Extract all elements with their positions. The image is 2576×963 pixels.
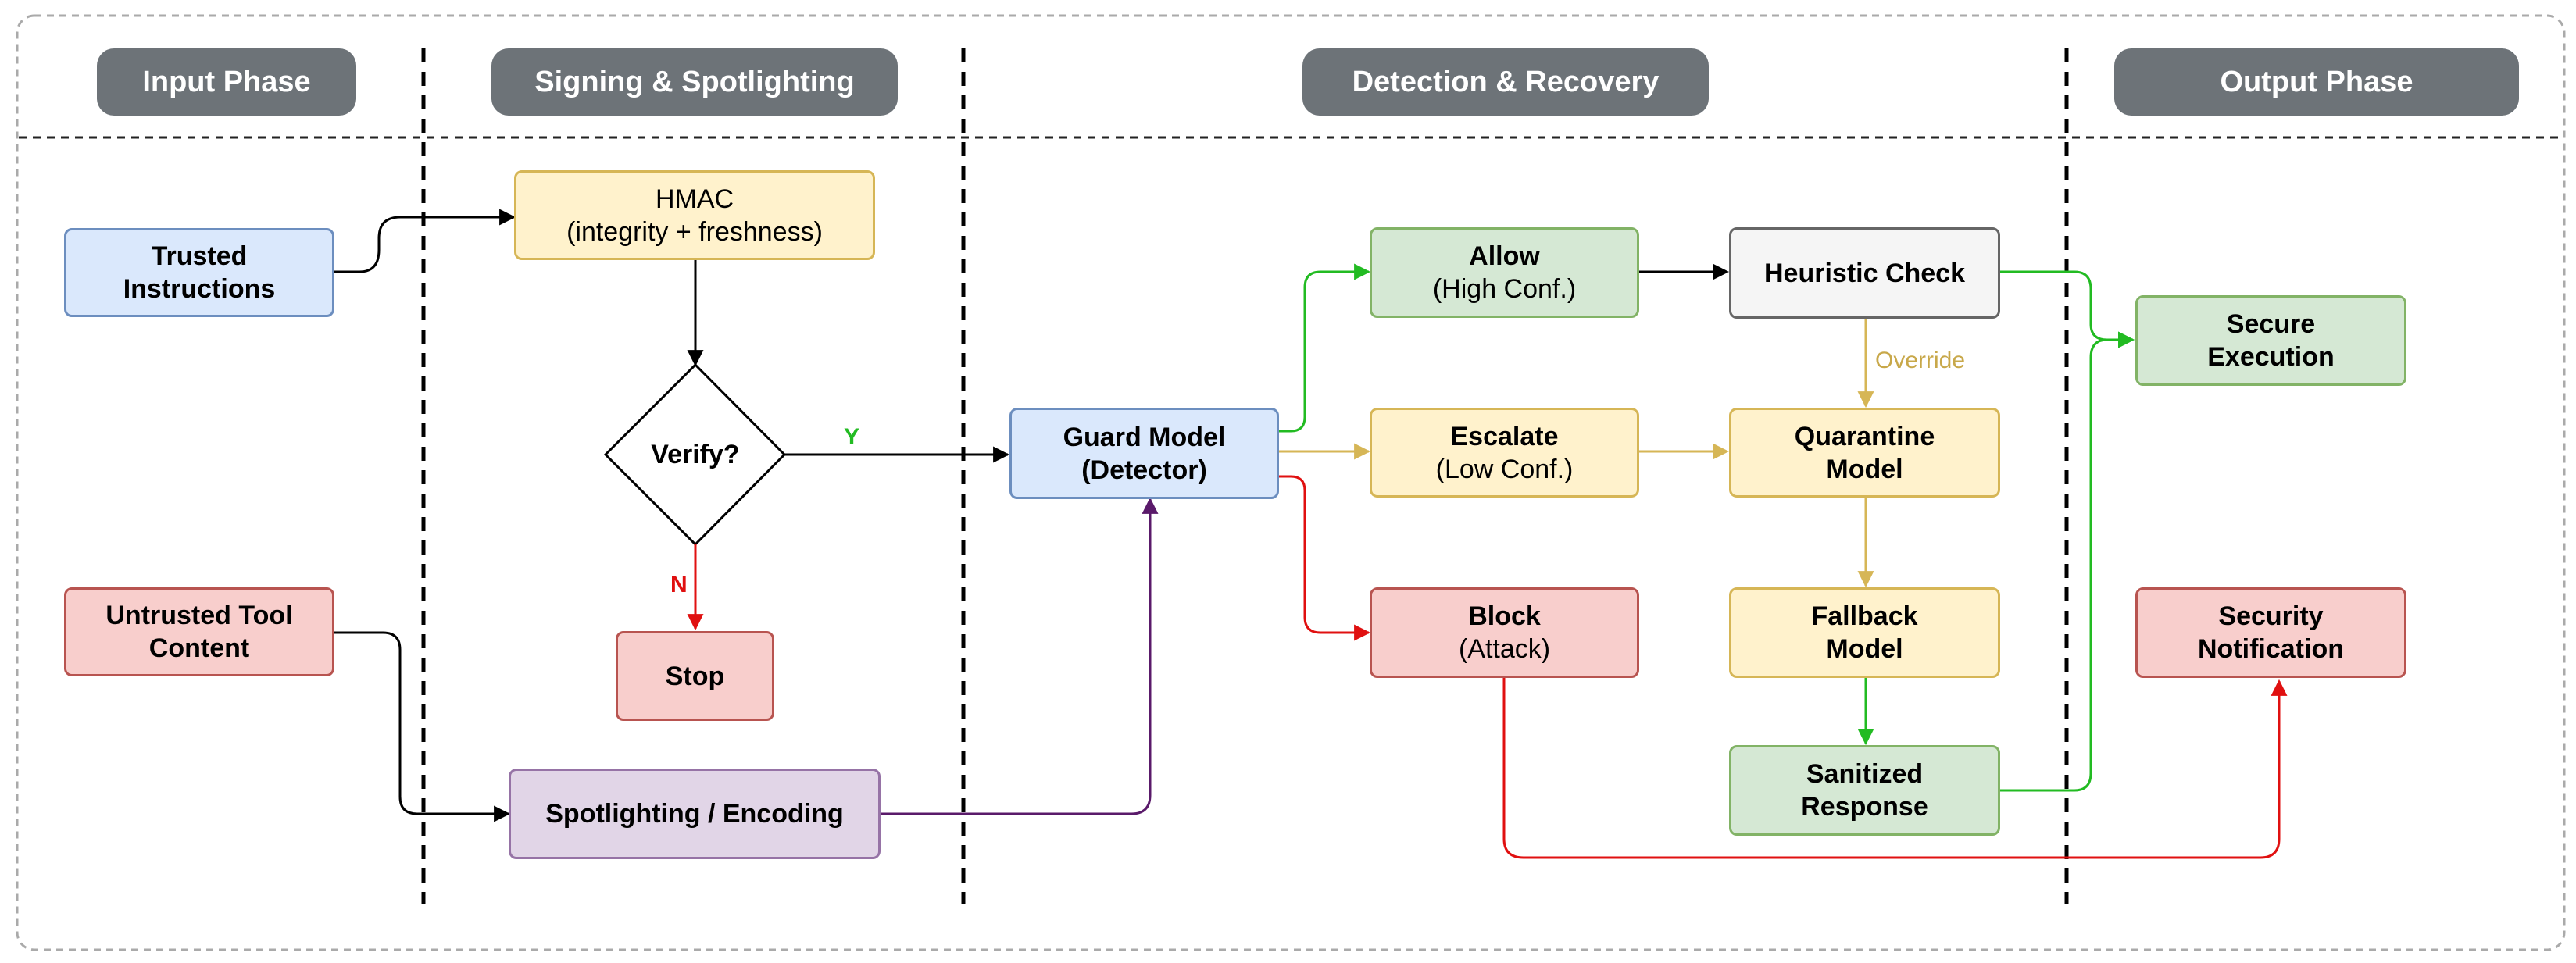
node-heuristic-check: Heuristic Check [1729, 227, 2000, 319]
node-allow-line1: Allow [1469, 241, 1540, 271]
phase-detection: Detection & Recovery [1302, 48, 1709, 116]
node-guard-model: Guard Model (Detector) [1009, 408, 1279, 499]
node-hmac-line2: (integrity + freshness) [566, 216, 823, 247]
node-quarantine-model: Quarantine Model [1729, 408, 2000, 498]
node-trusted-line1: Trusted [151, 241, 248, 271]
edge-label-yes: Y [844, 424, 860, 450]
edge-sanitized-secure [2000, 331, 2135, 792]
node-guard-line2: (Detector) [1081, 455, 1207, 485]
node-sanitized-response: Sanitized Response [1729, 745, 2000, 836]
node-allow-line2: (High Conf.) [1432, 274, 1577, 304]
node-spotlighting-label: Spotlighting / Encoding [545, 799, 844, 829]
edge-heuristic-secure [2000, 270, 2135, 348]
edge-trusted-hmac [334, 209, 516, 273]
node-hmac-line1: HMAC [655, 184, 734, 214]
edge-guard-allow [1279, 263, 1371, 433]
phase-signing: Signing & Spotlighting [491, 48, 898, 116]
node-quarantine-line1: Quarantine [1794, 421, 1935, 451]
node-block-line1: Block [1468, 601, 1541, 631]
node-security-notification: Security Notification [2135, 587, 2406, 678]
phase-output: Output Phase [2114, 48, 2519, 116]
verify-label: Verify? [651, 439, 740, 469]
node-stop: Stop [616, 631, 774, 721]
edge-untrusted-spotlighting [334, 631, 511, 822]
edge-guard-block [1279, 475, 1371, 641]
node-notification-line2: Notification [2198, 634, 2344, 664]
node-escalate-line2: (Low Conf.) [1435, 454, 1574, 484]
node-fallback-model: Fallback Model [1729, 587, 2000, 678]
node-secure-execution: Secure Execution [2135, 295, 2406, 386]
node-block-line2: (Attack) [1458, 634, 1551, 664]
node-allow: Allow (High Conf.) [1370, 227, 1639, 318]
diagram-border [16, 14, 2566, 951]
edge-label-override: Override [1875, 348, 1966, 373]
node-stop-label: Stop [665, 661, 725, 691]
node-trusted-instructions: Trusted Instructions [64, 228, 334, 317]
node-escalate-line1: Escalate [1450, 421, 1559, 451]
node-spotlighting: Spotlighting / Encoding [509, 769, 881, 859]
node-heuristic-label: Heuristic Check [1764, 258, 1965, 288]
node-quarantine-line2: Model [1826, 454, 1903, 484]
node-untrusted-line2: Content [148, 633, 250, 663]
edge-spotlighting-guard [881, 497, 1159, 815]
node-untrusted-content: Untrusted Tool Content [64, 587, 334, 676]
edge-label-no: N [670, 572, 688, 597]
edge-block-notification [1502, 678, 2288, 859]
node-block: Block (Attack) [1370, 587, 1639, 678]
node-hmac: HMAC (integrity + freshness) [514, 170, 875, 260]
node-secure-line1: Secure [2226, 309, 2316, 339]
node-sanitized-line1: Sanitized [1806, 759, 1924, 789]
node-trusted-line2: Instructions [123, 274, 276, 304]
node-untrusted-line1: Untrusted Tool [105, 601, 293, 630]
node-secure-line2: Execution [2207, 342, 2335, 372]
node-notification-line1: Security [2218, 601, 2324, 631]
node-fallback-line2: Model [1826, 634, 1903, 664]
phase-input: Input Phase [97, 48, 356, 116]
node-sanitized-line2: Response [1801, 792, 1928, 822]
node-guard-line1: Guard Model [1063, 422, 1226, 452]
node-escalate: Escalate (Low Conf.) [1370, 408, 1639, 498]
node-fallback-line1: Fallback [1811, 601, 1918, 631]
